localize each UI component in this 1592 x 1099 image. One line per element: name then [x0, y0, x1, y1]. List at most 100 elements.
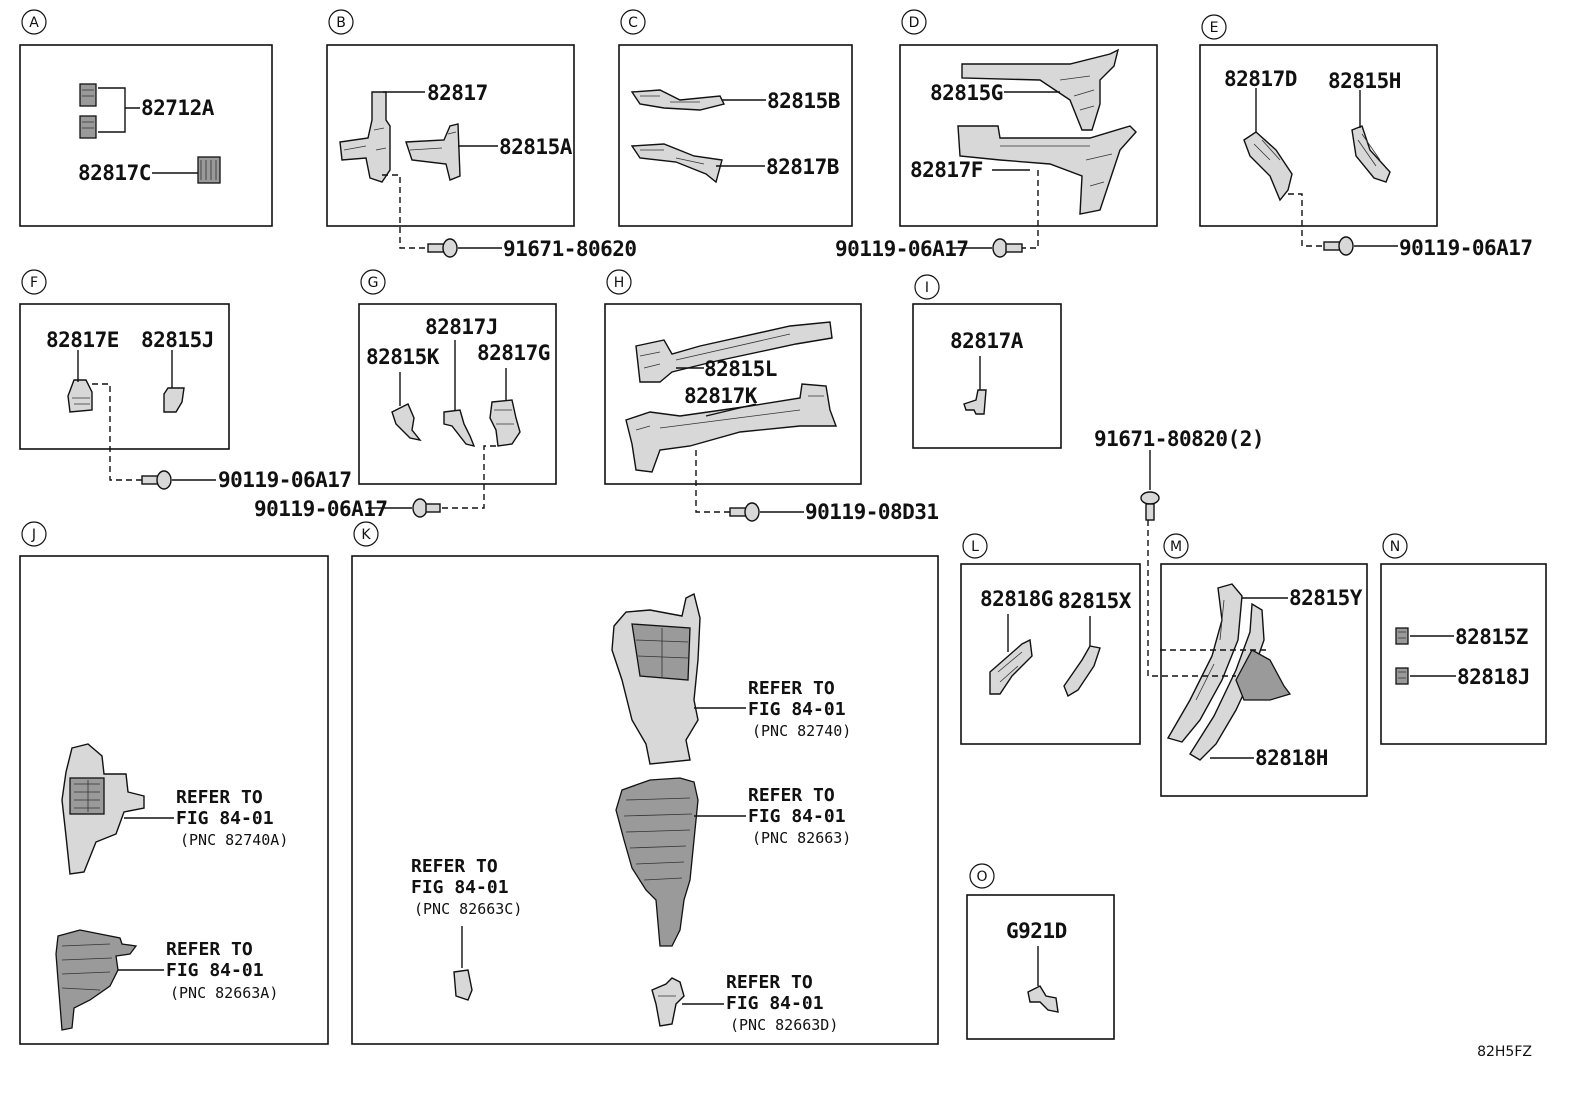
bolt-icon	[992, 238, 1023, 258]
clip-82663c-part	[453, 969, 473, 1001]
section-j-circle	[21, 521, 47, 547]
part-82817-label: 82817	[427, 81, 488, 105]
bolt-icon	[729, 502, 760, 522]
part-82817d-label: 82817D	[1224, 67, 1297, 91]
section-o-circle	[969, 863, 995, 889]
section-g-letter: G	[368, 275, 379, 291]
fastener-90119-06a17-d-label: 90119-06A17	[835, 237, 969, 261]
bolt-icon	[1140, 491, 1160, 521]
ref-82663d-pnc: (PNC 82663D)	[730, 1016, 838, 1034]
bracket-82740a-window	[69, 777, 105, 815]
section-m-letter: M	[1170, 539, 1182, 555]
member-82815l-part	[635, 321, 833, 383]
fastener-90119-06a17-g-label: 90119-06A17	[254, 497, 388, 521]
bracket-82740-frame	[631, 623, 691, 681]
section-l-circle	[962, 533, 988, 559]
section-h-circle	[606, 269, 632, 295]
part-82815z-label: 82815Z	[1455, 625, 1528, 649]
part-82815x-label: 82815X	[1058, 589, 1132, 613]
cover-82663-part	[615, 777, 699, 947]
part-82817k-label: 82817K	[684, 384, 758, 408]
section-n: N 82815Z 82818J	[1380, 533, 1547, 745]
part-82815h-label: 82815H	[1328, 69, 1401, 93]
section-d-letter: D	[909, 15, 920, 31]
part-82815g-label: 82815G	[930, 81, 1003, 105]
bracket-dark-part	[1235, 649, 1292, 701]
bracket-82815k-part	[391, 403, 422, 442]
section-l-letter: L	[971, 539, 979, 555]
ref-82663c-pnc: (PNC 82663C)	[414, 900, 522, 918]
section-e-circle	[1201, 14, 1227, 40]
section-e: E 82817D 82815H 90119-06A17	[1199, 14, 1533, 260]
section-h-letter: H	[614, 275, 625, 291]
ref-82663d-line2: FIG 84-01	[726, 993, 824, 1014]
part-82818h-label: 82818H	[1255, 746, 1328, 770]
section-o-box	[966, 894, 1115, 1040]
fastener-b-dashed	[382, 174, 428, 249]
section-l-box	[960, 563, 1141, 745]
section-c: C 82815B 82817B	[618, 9, 853, 227]
member-82817k-part	[625, 383, 838, 473]
section-j-letter: J	[31, 527, 36, 543]
fastener-90119-06a17-f-label: 90119-06A17	[218, 468, 352, 492]
fastener-90119-08d31-label: 90119-08D31	[805, 500, 939, 524]
section-b-letter: B	[336, 15, 346, 31]
section-n-letter: N	[1390, 539, 1400, 555]
ref-82663-line2: FIG 84-01	[748, 806, 846, 827]
part-82815l-label: 82815L	[704, 357, 777, 381]
ref-82740a-line2: FIG 84-01	[176, 808, 274, 829]
section-a-circle	[21, 9, 47, 35]
section-l: L 82818G 82815X	[960, 533, 1141, 745]
section-c-circle	[620, 9, 646, 35]
member-82817f-part	[957, 125, 1137, 215]
bracket-82815x-part	[1063, 645, 1101, 698]
section-h-box	[604, 303, 862, 485]
bolt-icon	[427, 238, 458, 258]
section-b: B 82817 82815A 91671-80620	[326, 9, 637, 261]
part-82817c-label: 82817C	[78, 161, 151, 185]
bracket-82817j-part	[443, 409, 476, 448]
section-k: K REFER TO FIG 84-01 (PNC 82740) REFER T…	[351, 521, 939, 1045]
section-j: J REFER TO FIG 84-01 (PNC 82740A) REFER …	[19, 521, 329, 1045]
section-b-box	[326, 44, 575, 227]
section-a-box	[19, 44, 273, 227]
section-d-box	[899, 44, 1158, 227]
ref-82740a-pnc: (PNC 82740A)	[180, 831, 288, 849]
ref-82663d-line1: REFER TO	[726, 972, 813, 993]
part-82817f-label: 82817F	[910, 158, 983, 182]
section-o: O G921D	[966, 863, 1115, 1040]
section-m-circle	[1163, 533, 1189, 559]
bracket-82815b-part	[630, 89, 726, 111]
bracket-82817d-part	[1243, 131, 1293, 202]
section-a: A 82712A 82817C	[19, 9, 273, 227]
connector-g921d-part	[1027, 985, 1059, 1013]
part-82818g-label: 82818G	[980, 587, 1053, 611]
section-g-box	[358, 303, 557, 485]
section-d: D 82815G 82817F 90119-06A17	[835, 9, 1158, 261]
section-e-box	[1199, 44, 1438, 227]
section-i: I 82817A	[912, 274, 1062, 449]
part-82817a-label: 82817A	[950, 329, 1024, 353]
fastener-g-dashed	[440, 445, 496, 509]
part-82815y-label: 82815Y	[1289, 586, 1363, 610]
part-g921d-label: G921D	[1006, 919, 1067, 943]
ref-82740a-line1: REFER TO	[176, 787, 263, 808]
bracket-82817a-part	[963, 389, 987, 415]
section-f: F 82817E 82815J 90119-06A17	[19, 269, 352, 492]
section-h: H 82815L 82817K 90119-08D31	[604, 269, 939, 524]
ref-82663a-line2: FIG 84-01	[166, 960, 264, 981]
section-i-circle	[914, 274, 940, 300]
fastener-91671-80620-label: 91671-80620	[503, 237, 637, 261]
section-b-circle	[328, 9, 354, 35]
section-i-letter: I	[925, 280, 929, 296]
part-82817j-label: 82817J	[425, 315, 498, 339]
bolt-icon	[412, 498, 441, 518]
part-82817e-label: 82817E	[46, 328, 119, 352]
ref-82663c-line2: FIG 84-01	[411, 877, 509, 898]
ref-82663a-line1: REFER TO	[166, 939, 253, 960]
bracket-82815h-part	[1351, 125, 1391, 183]
section-n-box	[1380, 563, 1547, 745]
connector-clip-part	[79, 83, 97, 139]
ref-82663a-pnc: (PNC 82663A)	[170, 984, 278, 1002]
